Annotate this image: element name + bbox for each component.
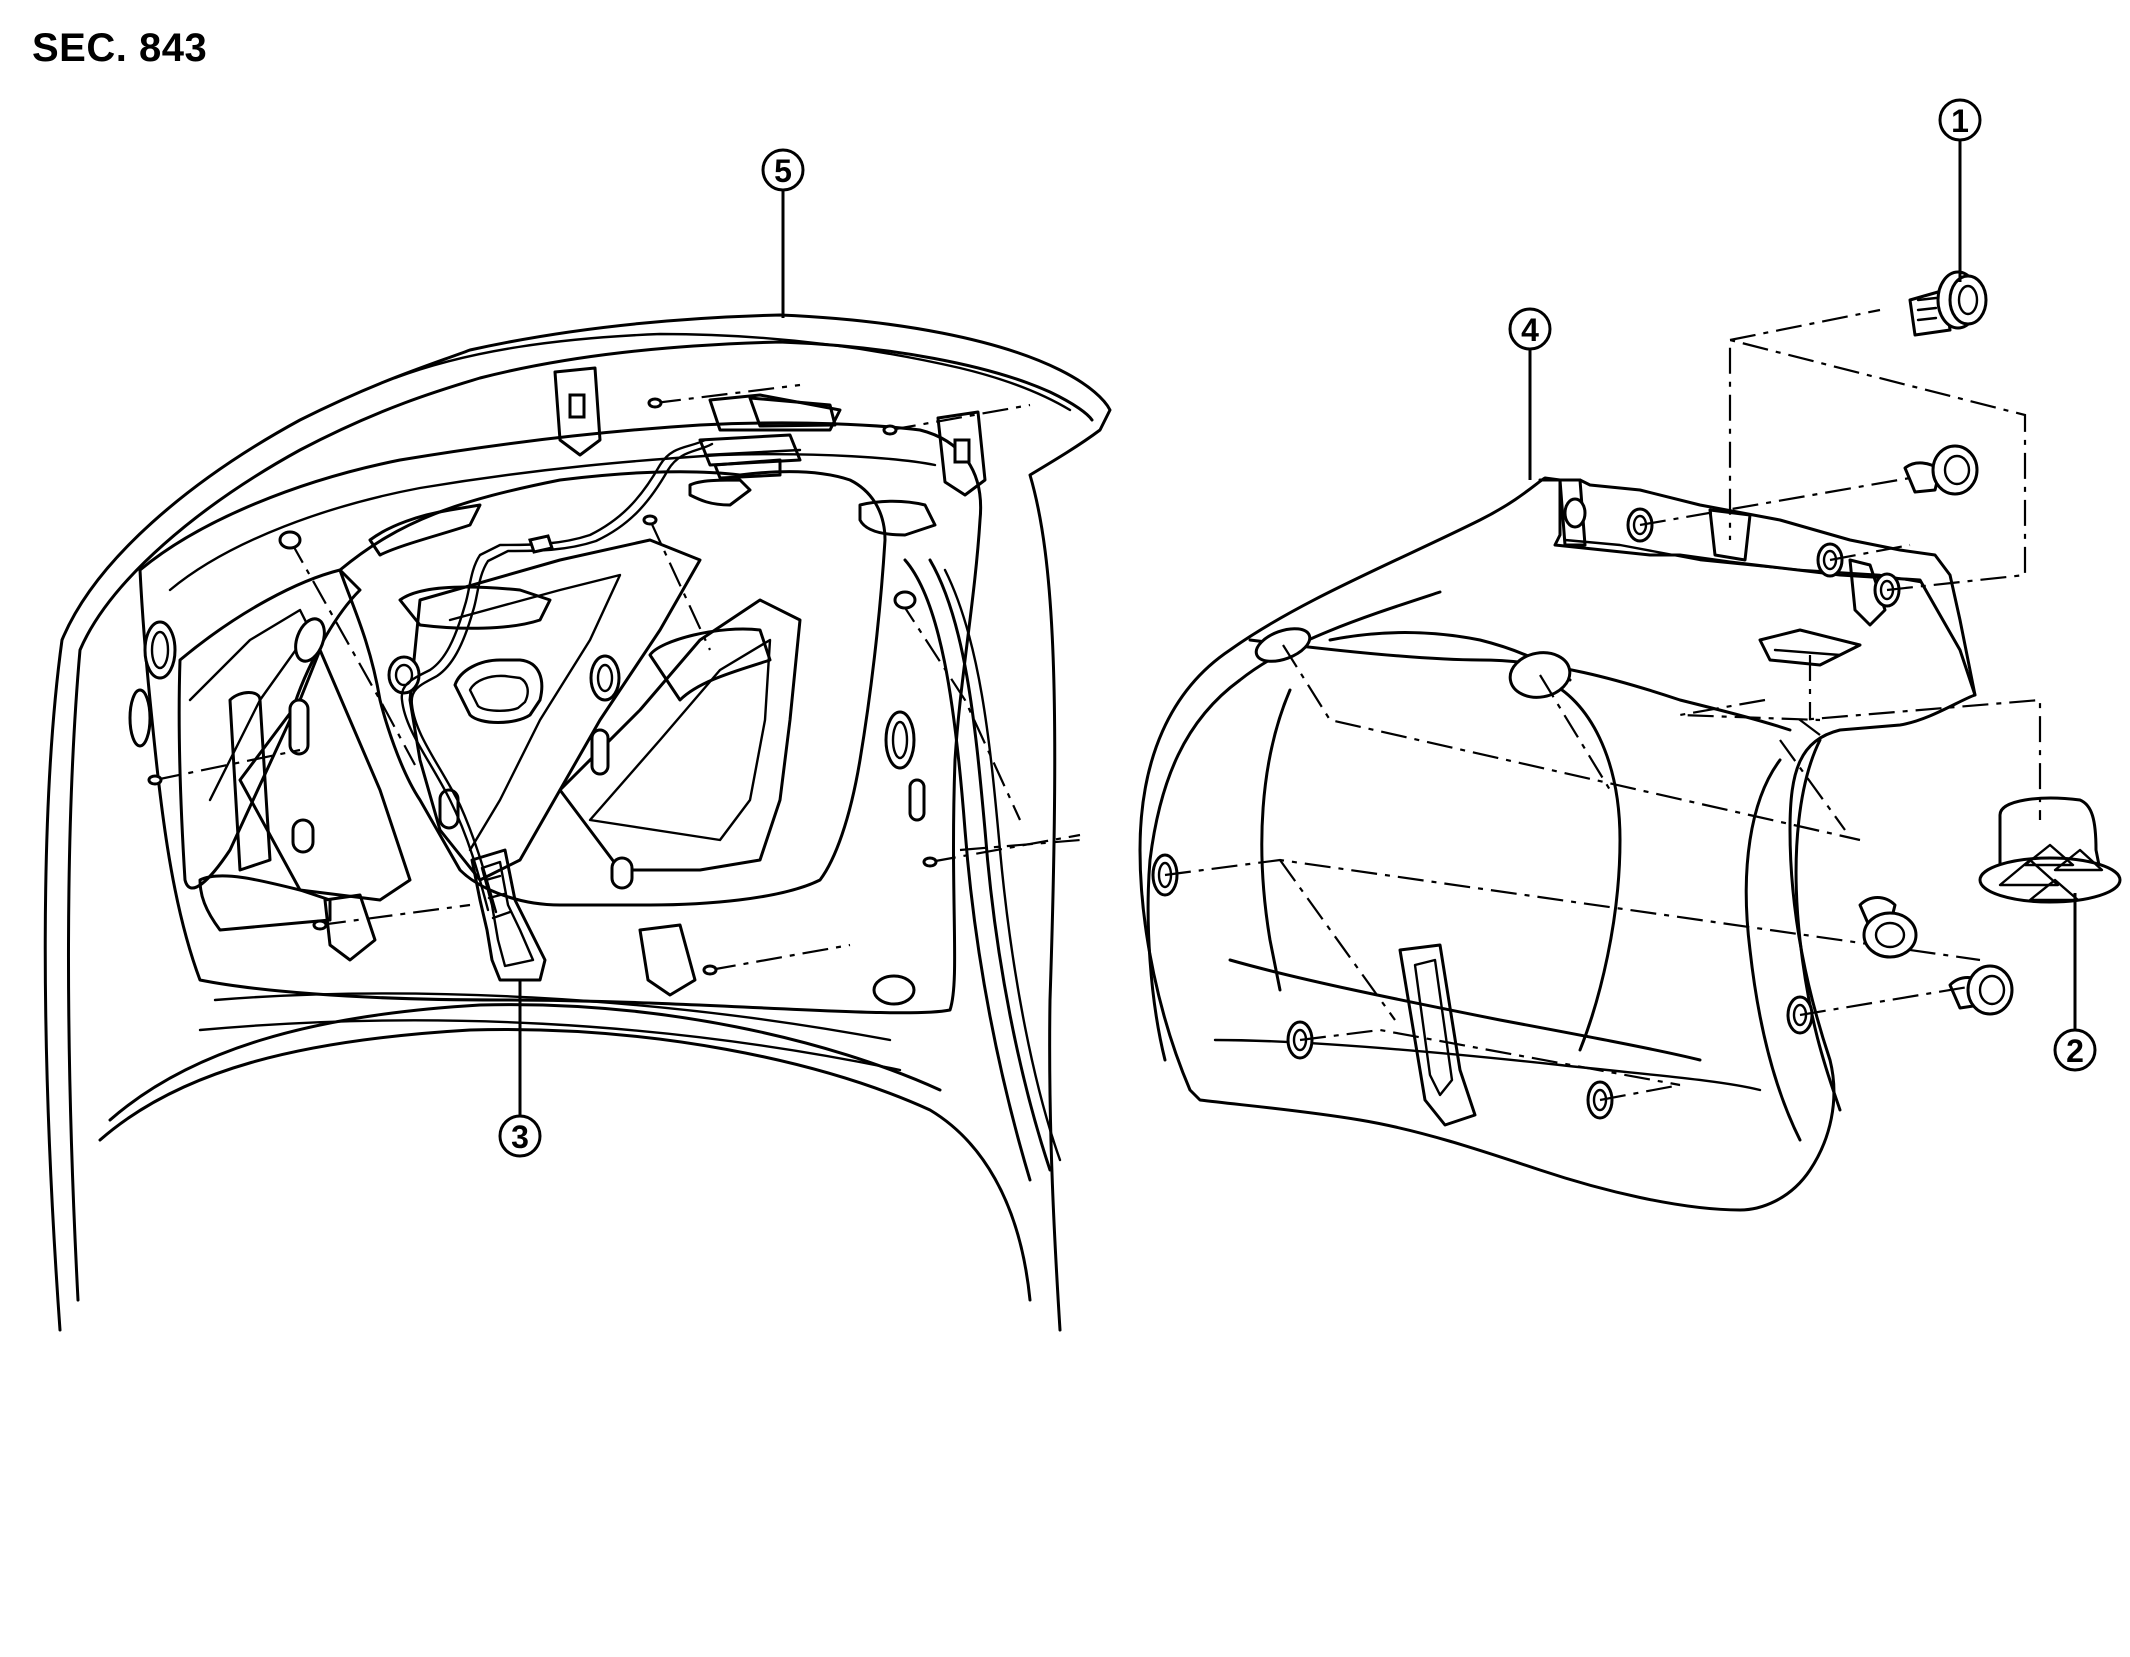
clip-part-1 (1908, 270, 1988, 337)
callout-3: 3 (498, 980, 542, 1158)
clip-part-2 (1978, 796, 2122, 904)
callout-2: 2 (2053, 893, 2097, 1072)
svg-text:2: 2 (2066, 1033, 2084, 1069)
callout-4: 4 (1508, 307, 1552, 480)
svg-text:3: 3 (511, 1119, 529, 1155)
trunk-lid-finisher (959, 308, 2042, 1212)
clip-lower-right (1948, 964, 2014, 1016)
callout-5: 5 (761, 148, 805, 318)
clip-mid-right (1858, 896, 1918, 959)
trunk-lid-panel (43, 313, 1112, 1332)
svg-text:4: 4 (1521, 312, 1539, 348)
section-label: SEC. 843 (32, 26, 208, 70)
svg-text:5: 5 (774, 153, 792, 189)
svg-text:1: 1 (1951, 103, 1969, 139)
callout-1: 1 (1938, 98, 1982, 282)
clip-upper (1903, 444, 1979, 496)
